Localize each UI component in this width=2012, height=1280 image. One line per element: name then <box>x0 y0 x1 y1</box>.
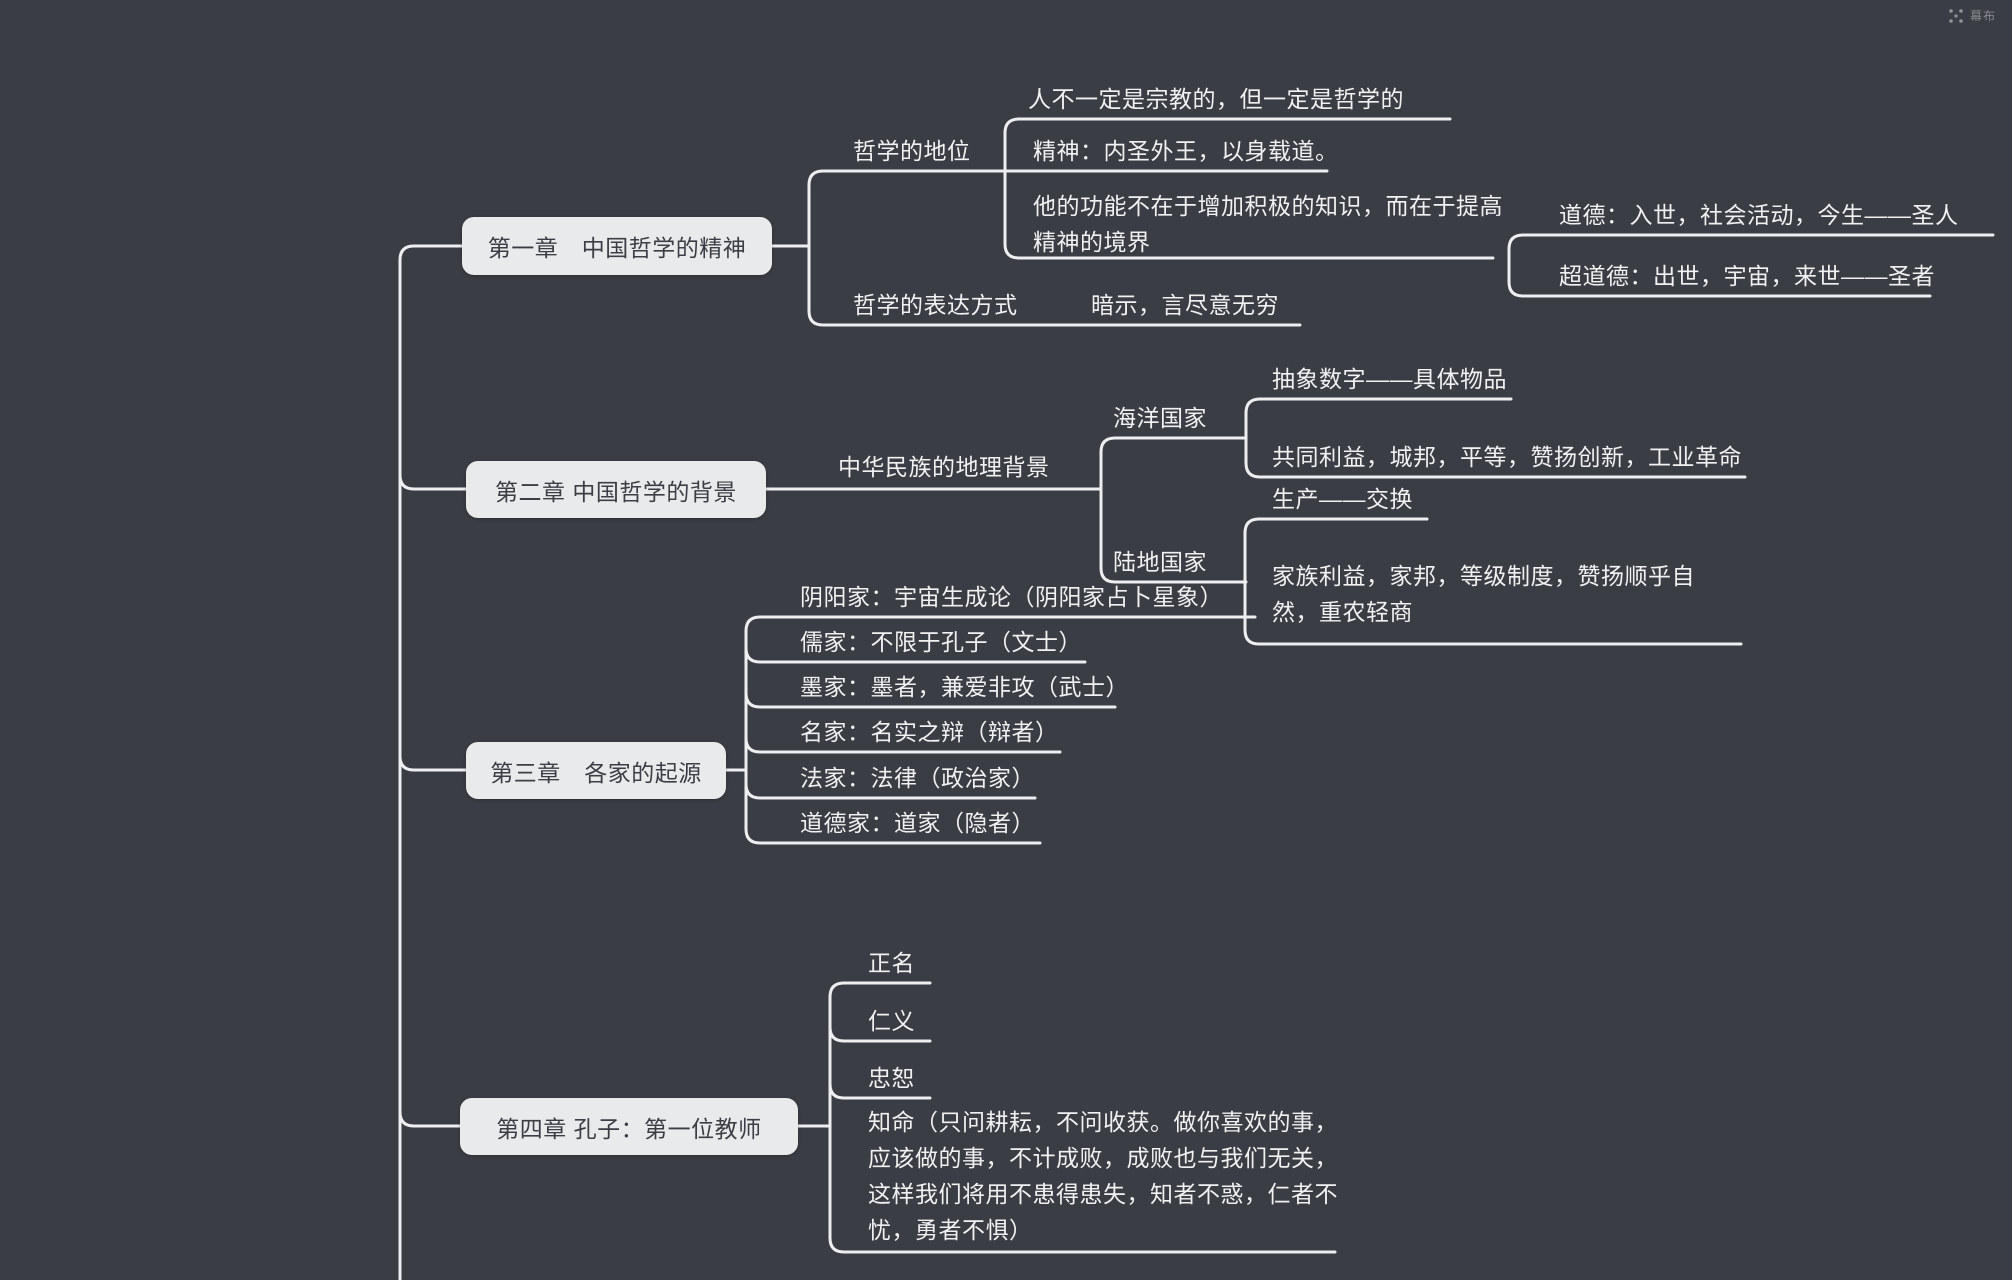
chapter-1-node[interactable]: 第一章 中国哲学的精神 <box>462 217 772 275</box>
moral-children-elbow <box>1507 233 1995 298</box>
mubu-logo-icon <box>1949 8 1963 23</box>
ch4-hook-zhongshu <box>828 1082 932 1100</box>
ch3-hook-mojia <box>744 691 1117 709</box>
node-spirit[interactable]: 精神：内圣外王，以身载道。 <box>1033 138 1339 164</box>
node-not-religious[interactable]: 人不一定是宗教的，但一定是哲学的 <box>1028 86 1404 112</box>
ch4-children-elbow <box>828 981 1337 1254</box>
ch1-children-elbow <box>807 169 1329 327</box>
node-zhongshu[interactable]: 忠恕 <box>868 1065 915 1091</box>
node-land-state[interactable]: 陆地国家 <box>1113 549 1207 575</box>
spine-line <box>398 244 464 1280</box>
node-function[interactable]: 他的功能不在于增加积极的知识，而在于提高精神的境界 <box>1033 193 1503 255</box>
node-moral[interactable]: 道德：入世，社会活动，今生——圣人 <box>1559 202 1959 228</box>
node-ru-school[interactable]: 儒家：不限于孔子（文士） <box>800 629 1082 655</box>
node-fa-school[interactable]: 法家：法律（政治家） <box>800 765 1035 791</box>
chapter-2-node[interactable]: 第二章 中国哲学的背景 <box>466 461 766 518</box>
node-philosophy-status[interactable]: 哲学的地位 <box>853 138 971 164</box>
node-yinyang-school[interactable]: 阴阳家：宇宙生成论（阴阳家占卜星象） <box>800 584 1223 610</box>
node-super-moral[interactable]: 超道德：出世，宇宙，来世——圣者 <box>1559 263 1935 289</box>
ch3-hook-rujia <box>744 646 1087 664</box>
spine-branch-ch3 <box>398 754 468 772</box>
spine-branch-ch2 <box>398 473 468 491</box>
node-geography[interactable]: 中华民族的地理背景 <box>838 454 1050 480</box>
app-watermark[interactable]: 幕布 <box>1948 7 1996 24</box>
node-daode-school[interactable]: 道德家：道家（隐者） <box>800 810 1035 836</box>
ch4-hook-renyi <box>828 1025 932 1043</box>
node-ocean-state[interactable]: 海洋国家 <box>1113 405 1207 431</box>
ch3-hook-mingjia <box>744 736 1062 754</box>
node-zhengming[interactable]: 正名 <box>868 950 915 976</box>
node-production[interactable]: 生产——交换 <box>1272 486 1413 512</box>
spine-branch-ch4 <box>398 1110 462 1128</box>
land-children-elbow <box>1243 517 1743 646</box>
node-mo-school[interactable]: 墨家：墨者，兼爱非攻（武士） <box>800 674 1129 700</box>
chapter-4-node[interactable]: 第四章 孔子：第一位教师 <box>460 1098 798 1155</box>
node-ming-school[interactable]: 名家：名实之辩（辩者） <box>800 719 1059 745</box>
chapter-3-node[interactable]: 第三章 各家的起源 <box>466 742 726 799</box>
geography-children-elbow <box>1099 436 1248 584</box>
watermark-brand-text: 幕布 <box>1969 9 1996 23</box>
node-expression[interactable]: 哲学的表达方式 <box>853 292 1018 318</box>
status-children-elbow <box>1003 117 1495 260</box>
node-family-interest[interactable]: 家族利益，家邦，等级制度，赞扬顺乎自然，重农轻商 <box>1272 563 1695 625</box>
node-hint[interactable]: 暗示，言尽意无穷 <box>1091 292 1279 318</box>
node-renyi[interactable]: 仁义 <box>868 1008 915 1034</box>
node-zhiming[interactable]: 知命（只问耕耘，不问收获。做你喜欢的事，应该做的事，不计成败，成败也与我们无关，… <box>868 1109 1338 1243</box>
ch3-hook-fajia <box>744 782 1037 800</box>
node-abstract-number[interactable]: 抽象数字——具体物品 <box>1272 366 1507 392</box>
node-common-interest[interactable]: 共同利益，城邦，平等，赞扬创新，工业革命 <box>1272 444 1742 470</box>
ocean-children-elbow <box>1244 397 1747 479</box>
ch3-children-elbow <box>744 615 1257 845</box>
